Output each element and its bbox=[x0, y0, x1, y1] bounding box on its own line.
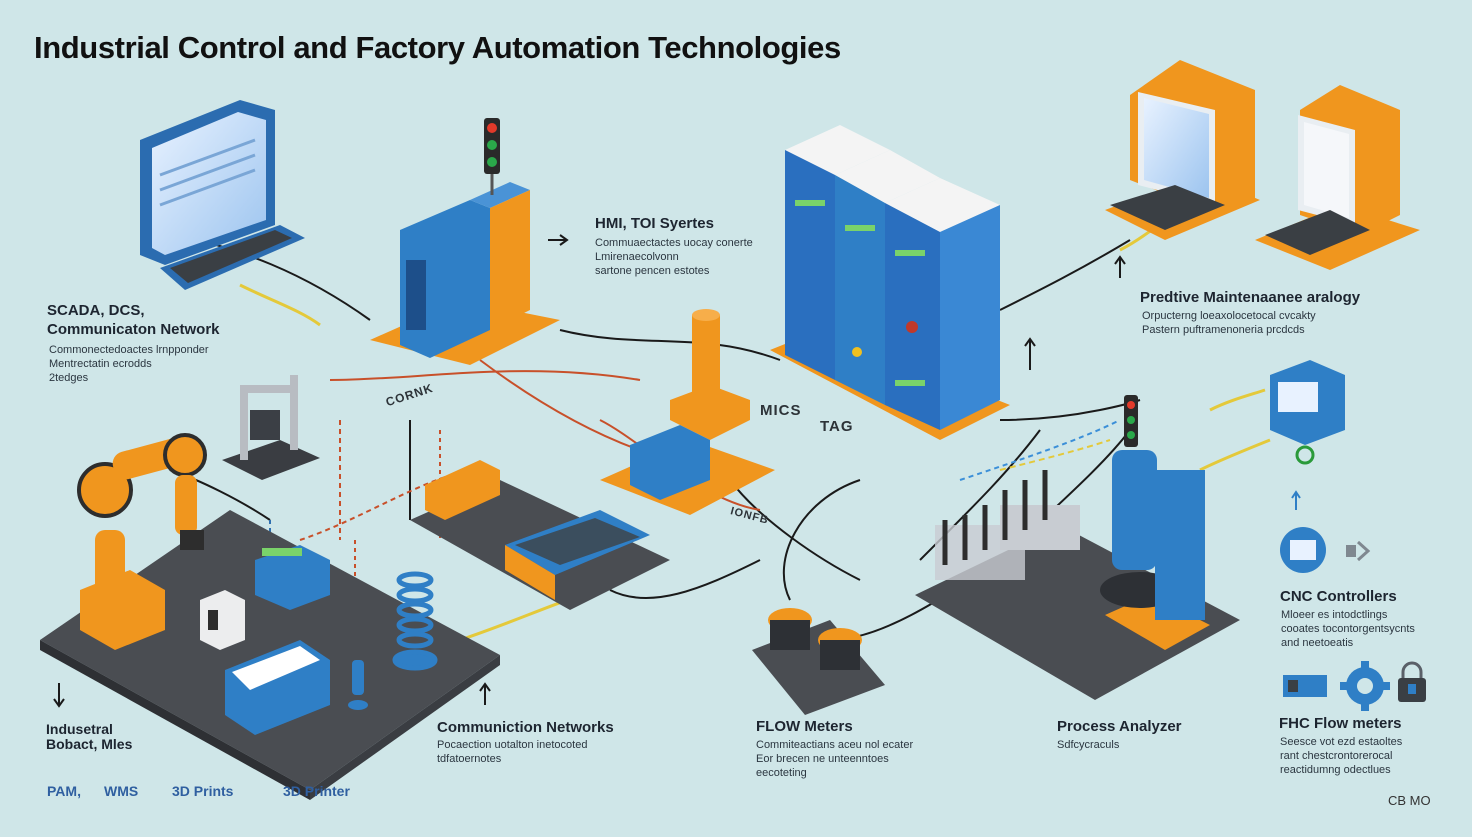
center-platform bbox=[410, 460, 670, 610]
scada-body-3: 2tedges bbox=[49, 372, 89, 384]
transmitter-device bbox=[1270, 360, 1345, 465]
monitor-icon bbox=[140, 100, 305, 290]
workstation-2 bbox=[1255, 85, 1420, 270]
process-body: Sdfcycraculs bbox=[1057, 739, 1120, 751]
hmi-heading: HMI, TOI Syertes bbox=[595, 215, 714, 232]
page-title: Industrial Control and Factory Automatio… bbox=[34, 30, 841, 65]
conveyor-unit bbox=[225, 640, 330, 735]
flow-meter-platform bbox=[752, 608, 885, 715]
fhc-body-3: reactidumng odectlues bbox=[1280, 764, 1391, 776]
robot-arm-icon bbox=[77, 433, 207, 650]
hmi-body-2: Lmirenaecolvonn bbox=[595, 251, 679, 263]
left-platform bbox=[40, 510, 500, 800]
cnc-body-2: cooates tocontorgentsycnts bbox=[1281, 623, 1415, 635]
link-black-4 bbox=[999, 399, 1141, 421]
arrow-up-icon bbox=[479, 255, 1126, 705]
predictive-body-2: Pastern puftramenoneria prcdcds bbox=[1142, 324, 1305, 336]
scada-body-2: Mentrectatin ecrodds bbox=[49, 358, 152, 370]
fhc-body-1: Seesce vot ezd estaoltes bbox=[1280, 736, 1403, 748]
comm-body-1: Pocaection uotalton inetocoted bbox=[437, 739, 588, 751]
traffic-light-icon bbox=[484, 118, 500, 195]
gear-icon bbox=[1340, 661, 1390, 711]
process-analyzer-machine bbox=[1100, 395, 1210, 650]
flow-heading: FLOW Meters bbox=[756, 718, 853, 735]
scada-heading-1: SCADA, DCS, bbox=[47, 302, 145, 319]
spring-icon bbox=[392, 571, 438, 671]
process-heading: Process Analyzer bbox=[1057, 718, 1182, 735]
link-red-1 bbox=[329, 370, 641, 381]
arrow-right-icon bbox=[548, 234, 569, 246]
arrow-down-icon bbox=[53, 683, 65, 708]
control-box bbox=[255, 545, 330, 610]
robots-heading-2: Bobact, Mles bbox=[46, 736, 133, 752]
bottom-label-3d-prints: 3D Prints bbox=[172, 783, 234, 799]
bottom-label-pam: PAM, bbox=[47, 783, 81, 799]
workstation-1 bbox=[1105, 60, 1260, 240]
flow-body-1: Commiteactians aceu nol ecater bbox=[756, 739, 914, 751]
server-cabinet-icon bbox=[770, 125, 1010, 440]
sensor-probe bbox=[348, 660, 368, 710]
bottom-label-wms: WMS bbox=[104, 783, 139, 799]
link-yellow-dash bbox=[999, 439, 1111, 471]
machine-small-icon bbox=[1283, 675, 1327, 697]
link-black-2 bbox=[559, 329, 781, 361]
hmi-body-3: sartone pencen estotes bbox=[595, 265, 710, 277]
valve-assembly bbox=[600, 309, 775, 515]
cnc-badge-icon bbox=[1280, 527, 1326, 573]
link-black-10 bbox=[782, 479, 861, 601]
fhc-heading: FHC Flow meters bbox=[1279, 715, 1402, 732]
link-yellow-5 bbox=[1199, 438, 1271, 472]
predictive-heading: Predtive Maintenaanee aralogy bbox=[1140, 289, 1361, 306]
link-black-6 bbox=[729, 479, 861, 581]
hmi-body-1: Commuaectactes uocay conerte bbox=[595, 237, 753, 249]
predictive-body-1: Orpucterng loeaxolocetocal cvcakty bbox=[1142, 310, 1316, 322]
mid-label-mics: MICS bbox=[760, 402, 802, 419]
link-blue-dash bbox=[959, 419, 1121, 481]
arrow-up-icon bbox=[1291, 490, 1301, 510]
link-yellow-4 bbox=[1209, 388, 1266, 412]
3d-printer-icon bbox=[222, 375, 320, 480]
drive-unit bbox=[200, 590, 245, 650]
comm-heading: Communiction Networks bbox=[437, 719, 614, 736]
link-black-7 bbox=[609, 559, 761, 599]
fhc-body-2: rant chestcrontorerocal bbox=[1280, 750, 1393, 762]
flow-body-3: eecoteting bbox=[756, 767, 807, 779]
lock-icon bbox=[1398, 661, 1426, 702]
arrow-right-icon bbox=[1346, 540, 1371, 562]
flow-body-2: Eor brecen ne unteenntoes bbox=[756, 753, 889, 765]
link-black-3 bbox=[999, 239, 1131, 311]
process-platform bbox=[915, 470, 1240, 700]
link-yellow-1 bbox=[239, 283, 321, 327]
corner-mark: CB MO bbox=[1388, 793, 1431, 808]
cnc-body-1: Mloeer es intodctlings bbox=[1281, 609, 1388, 621]
mid-label-tag: TAG bbox=[820, 418, 854, 435]
cnc-body-3: and neetoeatis bbox=[1281, 637, 1354, 649]
robots-heading-1: Indusetral bbox=[46, 721, 113, 737]
scada-body-1: Commonectedoactes lrnpponder bbox=[49, 344, 209, 356]
plc-cabinet bbox=[370, 118, 560, 365]
comm-body-2: tdfatoernotes bbox=[437, 753, 502, 765]
cnc-heading: CNC Controllers bbox=[1280, 588, 1397, 605]
bottom-label-3d-printer: 3D Printer bbox=[283, 783, 350, 799]
scada-heading-2: Communicaton Network bbox=[47, 321, 220, 338]
